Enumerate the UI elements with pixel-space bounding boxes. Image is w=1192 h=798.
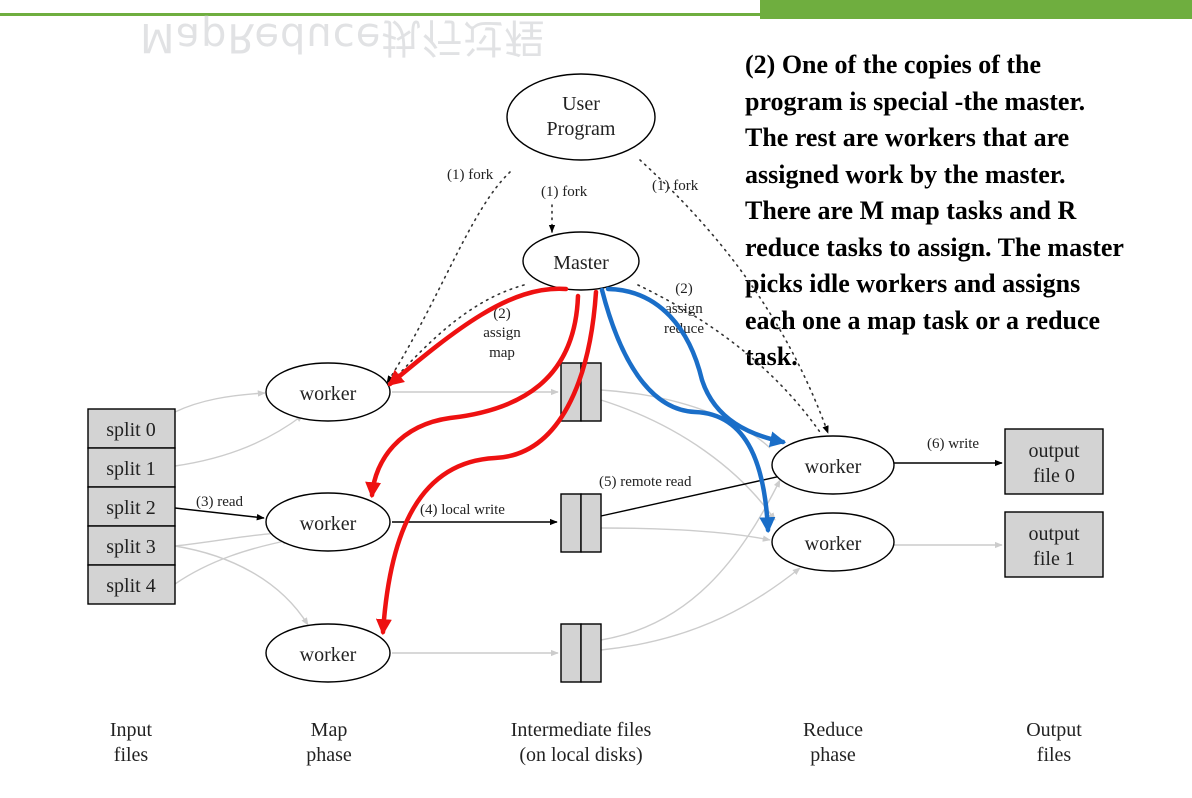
assign-reduce-arrows xyxy=(599,286,787,534)
output-file-box xyxy=(1004,511,1104,578)
blue-arrow xyxy=(599,287,776,534)
red-arrow xyxy=(365,293,581,499)
worker-label: worker xyxy=(300,513,357,535)
read-arrow xyxy=(174,507,265,521)
worker-label: worker xyxy=(300,383,357,405)
description-text: (2) One of the copies of the program is … xyxy=(745,47,1192,376)
intermediate-file xyxy=(560,623,582,683)
description-line: each one a map task or a reduce xyxy=(745,305,1101,335)
red-arrow xyxy=(387,286,569,387)
worker-label: worker xyxy=(300,644,357,666)
split-box xyxy=(87,486,176,527)
reduce-worker-node xyxy=(771,435,895,495)
flow-line xyxy=(600,527,771,542)
assign-map-arrows xyxy=(365,286,599,636)
phase-label-input: files xyxy=(114,744,149,766)
local-write-label: (4) local write xyxy=(420,502,505,518)
assign-reduce-label: assign xyxy=(665,301,703,317)
remote-read-label: (5) remote read xyxy=(599,474,692,490)
flow-line xyxy=(600,399,776,521)
output-file-label: file 0 xyxy=(1033,465,1075,487)
assign-map-label: assign xyxy=(483,325,521,341)
fork-label-center: (1) fork xyxy=(541,184,588,200)
phase-label-input: Input xyxy=(110,719,153,741)
header-bar-accent xyxy=(760,0,1192,19)
phase-label-reduce: phase xyxy=(810,744,856,766)
user-program-label: User xyxy=(562,93,600,115)
output-file-box xyxy=(1004,428,1104,495)
assign-map-label: (2) xyxy=(493,306,511,322)
user-program-label: Program xyxy=(547,118,616,140)
fork-line-right xyxy=(639,159,829,434)
split-box xyxy=(87,447,176,488)
user-program-node xyxy=(506,73,656,161)
description-line: (2) One of the copies of the xyxy=(745,50,1042,79)
intermediate-file xyxy=(580,362,602,422)
split-label: split 1 xyxy=(106,458,155,480)
split-label: split 4 xyxy=(106,575,155,597)
flow-line xyxy=(600,567,801,651)
flow-line xyxy=(600,479,781,641)
split-label: split 0 xyxy=(106,419,155,441)
assign-map-label: map xyxy=(489,345,515,361)
header-bar-left xyxy=(0,0,760,16)
red-arrow xyxy=(375,289,599,636)
read-label: (3) read xyxy=(196,494,244,510)
reduce-worker-node xyxy=(771,512,895,572)
input-splits xyxy=(87,408,176,605)
description-line: The rest are workers that are xyxy=(745,123,1070,152)
split-label: split 3 xyxy=(106,536,155,558)
output-file-label: output xyxy=(1028,440,1080,462)
remote-read-arrow xyxy=(600,472,791,517)
flow-line xyxy=(600,389,771,449)
description-line: assigned work by the master. xyxy=(745,159,1066,189)
phase-label-intermediate: (on local disks) xyxy=(519,744,642,766)
solid-arrows xyxy=(174,459,1003,526)
master-label: Master xyxy=(553,252,609,274)
phase-label-map: phase xyxy=(306,744,352,766)
split-box xyxy=(87,408,176,449)
description-line: program is special -the master. xyxy=(745,86,1086,116)
intermediate-file xyxy=(560,493,582,553)
worker-label: worker xyxy=(805,456,862,478)
flow-line xyxy=(174,545,309,626)
description-line: There are M map tasks and R xyxy=(745,196,1077,225)
fork-label-left: (1) fork xyxy=(447,167,494,183)
phase-label-intermediate: Intermediate files xyxy=(511,719,652,741)
phase-label-map: Map xyxy=(311,719,348,741)
worker-label: worker xyxy=(805,533,862,555)
fork-lines xyxy=(386,159,829,436)
description-line: picks idle workers and assigns xyxy=(745,269,1081,298)
intermediate-files xyxy=(560,362,602,683)
fork-line-left xyxy=(386,171,511,384)
phase-label-output: Output xyxy=(1026,719,1082,741)
master-node xyxy=(522,231,640,291)
intermediate-file xyxy=(580,493,602,553)
blue-arrow xyxy=(605,286,787,448)
map-worker-node xyxy=(265,623,391,683)
flow-line xyxy=(174,538,291,585)
assign-reduce-label: (2) xyxy=(675,281,693,297)
assign-reduce-line xyxy=(637,284,823,436)
output-file-label: output xyxy=(1028,523,1080,545)
flow-line xyxy=(174,390,266,413)
description-line: reduce tasks to assign. The master xyxy=(745,232,1124,262)
fork-label-right: (1) fork xyxy=(652,178,699,194)
phase-label-output: files xyxy=(1037,744,1072,766)
split-label: split 2 xyxy=(106,497,155,519)
assign-reduce-label: reduce xyxy=(664,321,704,337)
map-worker-node xyxy=(265,362,391,422)
split-box xyxy=(87,525,176,566)
flow-line xyxy=(174,414,304,467)
map-worker-node xyxy=(265,492,391,552)
write-label: (6) write xyxy=(927,436,979,452)
intermediate-file xyxy=(580,623,602,683)
output-file-label: file 1 xyxy=(1033,548,1075,570)
phase-label-reduce: Reduce xyxy=(803,719,863,741)
split-box xyxy=(87,564,176,605)
